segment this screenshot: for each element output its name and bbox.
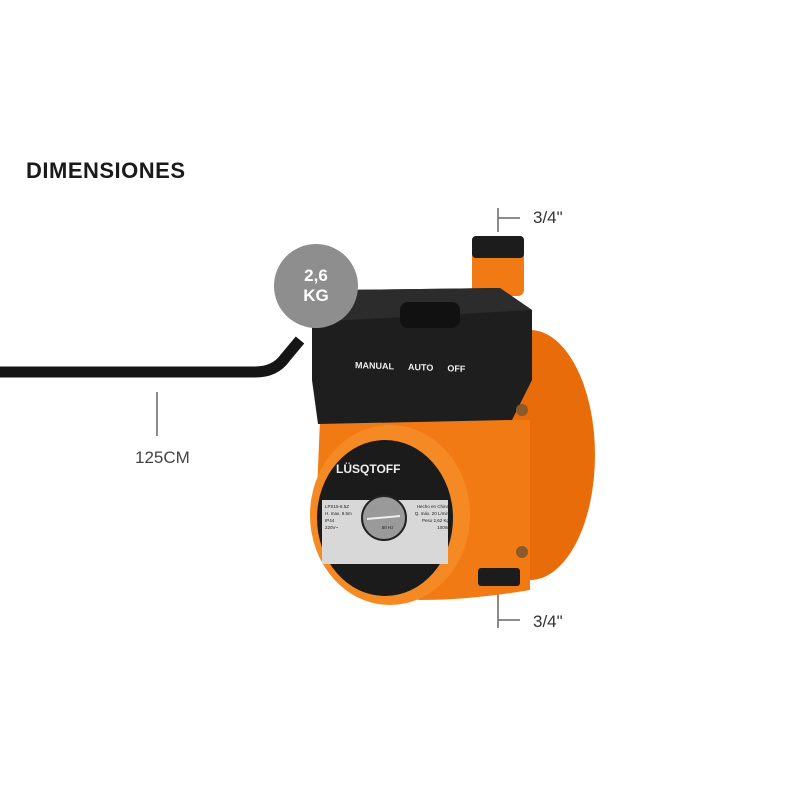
weight-unit: KG: [303, 286, 329, 305]
mode-switch: [400, 302, 460, 328]
page-title: DIMENSIONES: [26, 158, 186, 183]
weight-badge: 2,6 KG: [274, 244, 358, 328]
mode-off: OFF: [447, 363, 466, 374]
cable-length: 125CM: [135, 448, 190, 467]
weight-value: 2,6: [304, 266, 328, 285]
voltage: 220V~: [325, 525, 339, 530]
ip-rating: IP44: [325, 518, 335, 523]
frequency: 50 Hz: [381, 525, 394, 530]
power-cable: [0, 336, 305, 378]
mode-auto: AUTO: [408, 361, 434, 373]
model: LPS15-8.5Z: [325, 504, 350, 509]
weight-spec: Peso 2,62 Kg: [421, 518, 449, 523]
origin: Hecho en China: [416, 504, 449, 509]
nameplate-specs: LPS15-8.5Z Hecho en China H. max. 8.5m Q. …: [325, 503, 449, 531]
mode-manual: MANUAL: [355, 360, 394, 372]
brand-logo: LÜSQTOFF: [336, 462, 401, 476]
bottom-outlet: [478, 568, 520, 586]
top-connection-size: 3/4": [533, 208, 563, 227]
bottom-connection-size: 3/4": [533, 612, 563, 631]
qmax: Q. máx. 20 L/min: [414, 511, 449, 516]
power: 100W: [437, 525, 449, 530]
hmax: H. max. 8.5m: [325, 511, 352, 516]
control-box: [312, 288, 532, 424]
